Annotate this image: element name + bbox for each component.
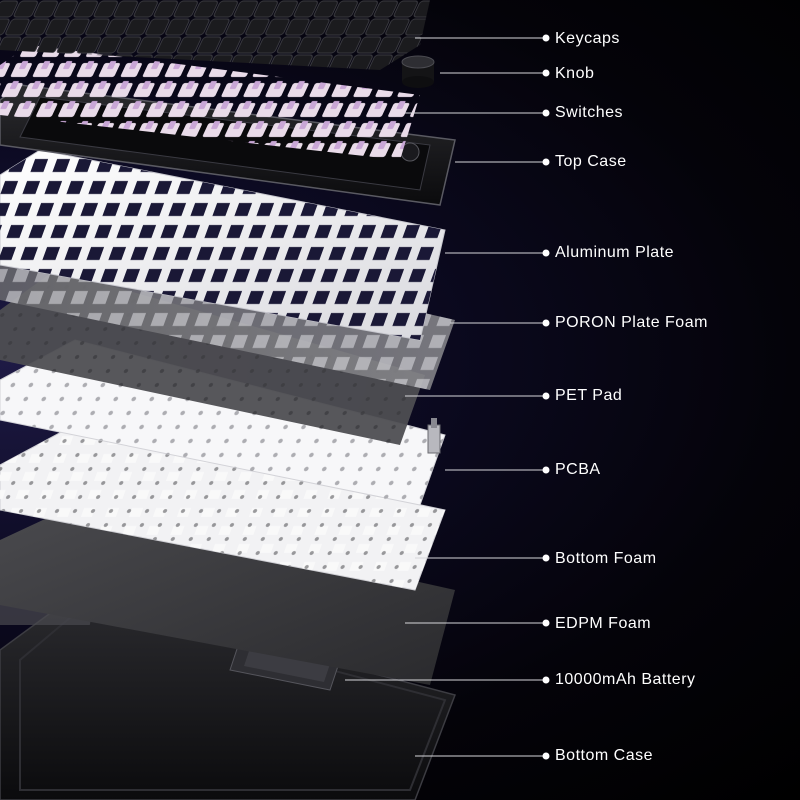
edpm-foam-layer — [0, 505, 455, 685]
label-knob: Knob — [555, 65, 595, 82]
label-bottom-case: Bottom Case — [555, 747, 653, 764]
leader-dot-poron-plate-foam — [542, 319, 550, 327]
aluminum-plate-layer — [0, 149, 446, 341]
leader-dot-keycaps — [542, 34, 550, 42]
label-bottom-foam: Bottom Foam — [555, 550, 657, 567]
switches-layer — [0, 45, 420, 160]
leader-dot-aluminum-plate — [542, 249, 550, 257]
label-poron-plate-foam: PORON Plate Foam — [555, 314, 708, 331]
leader-dot-pet-pad — [542, 392, 550, 400]
label-edpm-foam: EDPM Foam — [555, 615, 652, 632]
label-battery: 10000mAh Battery — [555, 671, 696, 688]
label-pet-pad: PET Pad — [555, 387, 623, 404]
label-switches: Switches — [555, 104, 624, 121]
leader-dot-top-case — [542, 158, 550, 166]
label-keycaps: Keycaps — [555, 30, 620, 47]
label-aluminum-plate: Aluminum Plate — [555, 244, 675, 261]
leader-dot-edpm-foam — [542, 619, 550, 627]
leader-dot-bottom-foam — [542, 554, 550, 562]
label-pcba: PCBA — [555, 461, 601, 478]
leader-dot-pcba — [542, 466, 550, 474]
bottom-foam-layer — [0, 429, 446, 591]
leader-lines — [345, 34, 550, 760]
leader-dot-bottom-case — [542, 752, 550, 760]
leader-dot-switches — [542, 109, 550, 117]
leader-dot-battery — [542, 676, 550, 684]
label-top-case: Top Case — [555, 153, 627, 170]
knob-part — [401, 55, 435, 88]
keycaps-layer — [0, 0, 430, 70]
leader-dot-knob — [542, 69, 550, 77]
